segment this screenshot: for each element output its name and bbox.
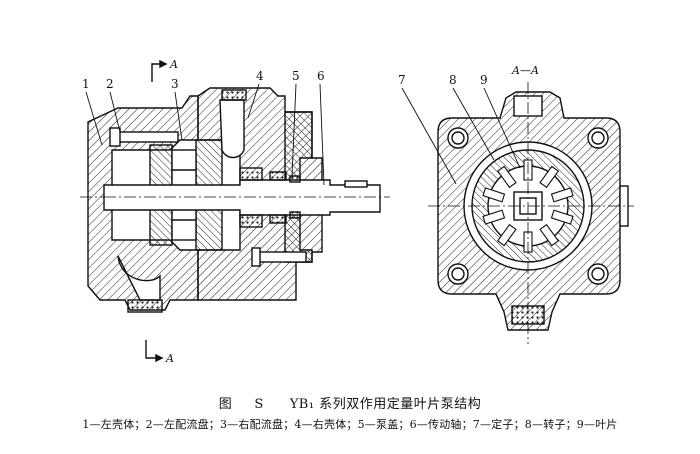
pump-drawing: 1 2 3 4 5 6 A A (80, 58, 634, 365)
label-4: 4 (256, 69, 264, 83)
bearing-right (269, 171, 287, 181)
cross-section-view (401, 82, 634, 344)
figure-caption: 图 S YB₁ 系列双作用定量叶片泵结构 (0, 393, 700, 412)
bearing-left (239, 167, 263, 181)
outlet-port (219, 99, 245, 159)
shaft-seal (289, 175, 301, 183)
side-section-view (80, 59, 390, 363)
caption-prefix: 图 (218, 397, 233, 412)
drive-shaft (103, 179, 381, 216)
top-bolt (117, 131, 179, 143)
label-3: 3 (171, 77, 179, 91)
section-letter-top: A (169, 58, 178, 71)
section-view-title: A—A (511, 64, 539, 77)
inlet-port (117, 255, 161, 301)
label-7: 7 (398, 73, 406, 87)
label-1: 1 (82, 77, 90, 91)
label-6: 6 (317, 69, 325, 83)
label-2: 2 (106, 77, 114, 91)
section-arrow-top (151, 63, 166, 82)
corner-bolts (447, 127, 609, 285)
section-letter-bottom: A (165, 352, 174, 365)
label-9: 9 (480, 73, 488, 87)
caption-title: YB₁ 系列双作用定量叶片泵结构 (289, 397, 482, 412)
caption-number: S (254, 397, 264, 412)
bottom-bolt (255, 251, 307, 263)
section-arrow-bottom (145, 340, 162, 359)
label-8: 8 (449, 73, 457, 87)
label-5: 5 (292, 69, 300, 83)
parts-legend: 1—左壳体；2—左配流盘；3—右配流盘；4—右壳体；5—泵盖；6—传动轴；7—定… (82, 418, 618, 431)
